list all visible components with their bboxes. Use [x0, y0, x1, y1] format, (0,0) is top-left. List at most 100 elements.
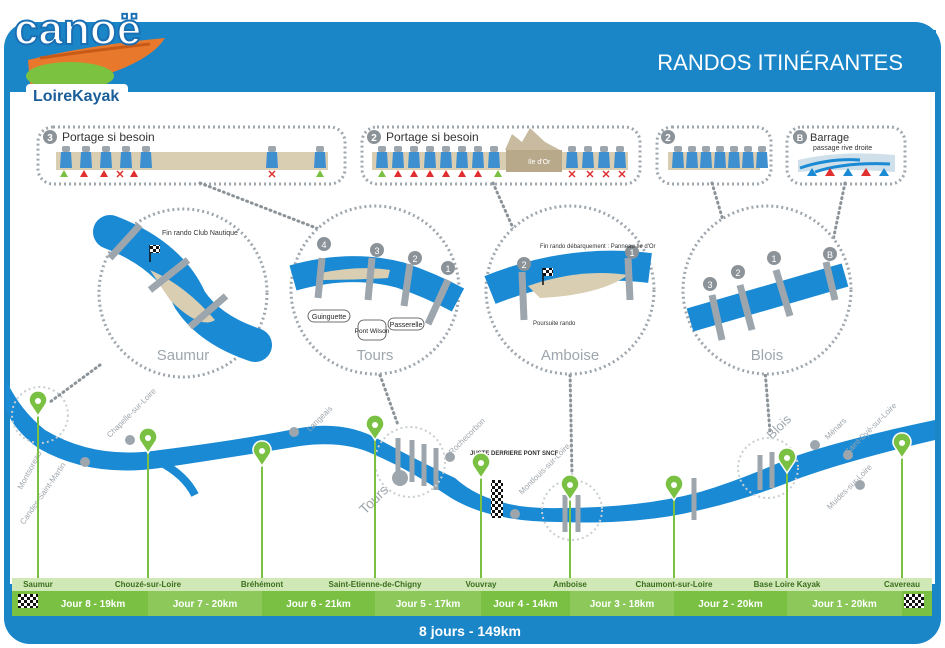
pier — [266, 152, 278, 168]
place-label: Passerelle — [390, 322, 423, 329]
pier — [598, 152, 610, 168]
portage-marks — [60, 170, 324, 178]
brand-sub: LoireKayak — [33, 88, 119, 105]
brand-name: canoë — [14, 5, 141, 54]
pier — [314, 152, 326, 168]
zoom-blois: 3 2 1 B Blois — [681, 204, 853, 376]
pier — [424, 152, 436, 168]
pier — [392, 152, 404, 168]
pier-cap — [378, 146, 386, 152]
barrage-flag — [879, 168, 889, 176]
panel-blois-bridge: 2 — [655, 125, 773, 186]
pier — [60, 152, 72, 168]
no-pass-mark — [116, 170, 124, 178]
loire-river — [6, 380, 935, 523]
pin-dot — [671, 482, 677, 488]
page-title: RANDOS ITINÉRANTES — [657, 50, 903, 75]
pier-cap — [584, 146, 592, 152]
pier-cap — [674, 146, 682, 152]
day-segment — [787, 591, 902, 616]
panel-num: 3 — [47, 133, 53, 144]
panel-note: passage rive droite — [813, 145, 872, 152]
day-segment — [375, 591, 481, 616]
pier — [408, 152, 420, 168]
bridge-num: 2 — [735, 268, 740, 278]
panel-label: Portage si besoin — [386, 130, 479, 144]
pier-cap — [316, 146, 324, 152]
rail-note: JUSTE DERRIERE PONT SNCF — [470, 451, 559, 457]
zoom-city: Blois — [751, 347, 784, 364]
pier — [700, 152, 712, 168]
pin-dot — [259, 448, 265, 454]
stop-label: Chouzé-sur-Loire — [115, 580, 182, 589]
portage-arrow — [60, 170, 68, 177]
day-segment — [38, 591, 148, 616]
pier-cap — [688, 146, 696, 152]
pier — [714, 152, 726, 168]
day-label: Jour 5 - 17km — [396, 599, 461, 610]
pier — [100, 152, 112, 168]
zoom-city: Tours — [357, 347, 394, 364]
bridge-num: 4 — [321, 240, 326, 250]
portage-marks — [378, 170, 626, 178]
pier — [686, 152, 698, 168]
portage-arrow — [494, 170, 502, 177]
day-label: Jour 4 - 14km — [493, 599, 558, 610]
panel-portage-tours: 3 Portage si besoin — [36, 125, 347, 186]
pier — [672, 152, 684, 168]
pier — [472, 152, 484, 168]
zoom-tours: 4 3 2 1 Guinguette Pont Wilson Passerell… — [289, 204, 465, 376]
zoom-city: Saumur — [157, 347, 210, 364]
pin-dot — [784, 455, 790, 461]
panel-label: Barrage — [810, 132, 849, 144]
pier-cap — [82, 146, 90, 152]
day-segment — [570, 591, 674, 616]
bridge-piers — [672, 146, 768, 168]
bridge-num: 2 — [412, 254, 417, 264]
stop-label: Chaumont-sur-Loire — [636, 580, 713, 589]
pier-cap — [122, 146, 130, 152]
pier — [80, 152, 92, 168]
pier-cap — [142, 146, 150, 152]
pier — [728, 152, 740, 168]
panel-label: Portage si besoin — [62, 130, 155, 144]
pin-dot — [35, 398, 41, 404]
stop-label: Bréhémont — [241, 580, 284, 589]
bridge-num: B — [827, 250, 833, 260]
panel-portage-amboise: 2 Portage si besoin Ile d'Or — [360, 125, 642, 186]
pier — [456, 152, 468, 168]
zoom-amboise: 2 1 Fin rando débarquement : Panneau Ile… — [484, 204, 656, 376]
pin-dot — [567, 482, 573, 488]
pier-cap — [102, 146, 110, 152]
rail-bridge — [491, 480, 503, 518]
pier-cap — [410, 146, 418, 152]
barrage-flag — [807, 168, 817, 176]
portage-arrow — [394, 170, 402, 177]
pier — [488, 152, 500, 168]
pier-cap — [758, 146, 766, 152]
pin-dot — [145, 435, 151, 441]
portage-arrow — [410, 170, 418, 177]
pin-dot — [478, 460, 484, 466]
stop-label: Base Loire Kayak — [754, 580, 821, 589]
panel-num: 2 — [371, 133, 377, 144]
stop-label: Saint-Etienne-de-Chigny — [329, 580, 422, 589]
pier — [566, 152, 578, 168]
zoom-city: Amboise — [541, 347, 599, 364]
day-segment — [262, 591, 375, 616]
pier-cap — [426, 146, 434, 152]
place-label: Guinguette — [312, 314, 346, 321]
zoom-note: Fin rando Club Nautique — [162, 230, 238, 237]
start-flag — [18, 594, 38, 608]
stop-label: Amboise — [553, 580, 587, 589]
bridge-num: 1 — [445, 264, 450, 274]
barrage-flag — [861, 168, 871, 176]
portage-arrow — [426, 170, 434, 177]
pier-cap — [490, 146, 498, 152]
portage-arrow — [100, 170, 108, 177]
day-label: Jour 8 - 19km — [61, 599, 126, 610]
pin-dot — [372, 422, 378, 428]
